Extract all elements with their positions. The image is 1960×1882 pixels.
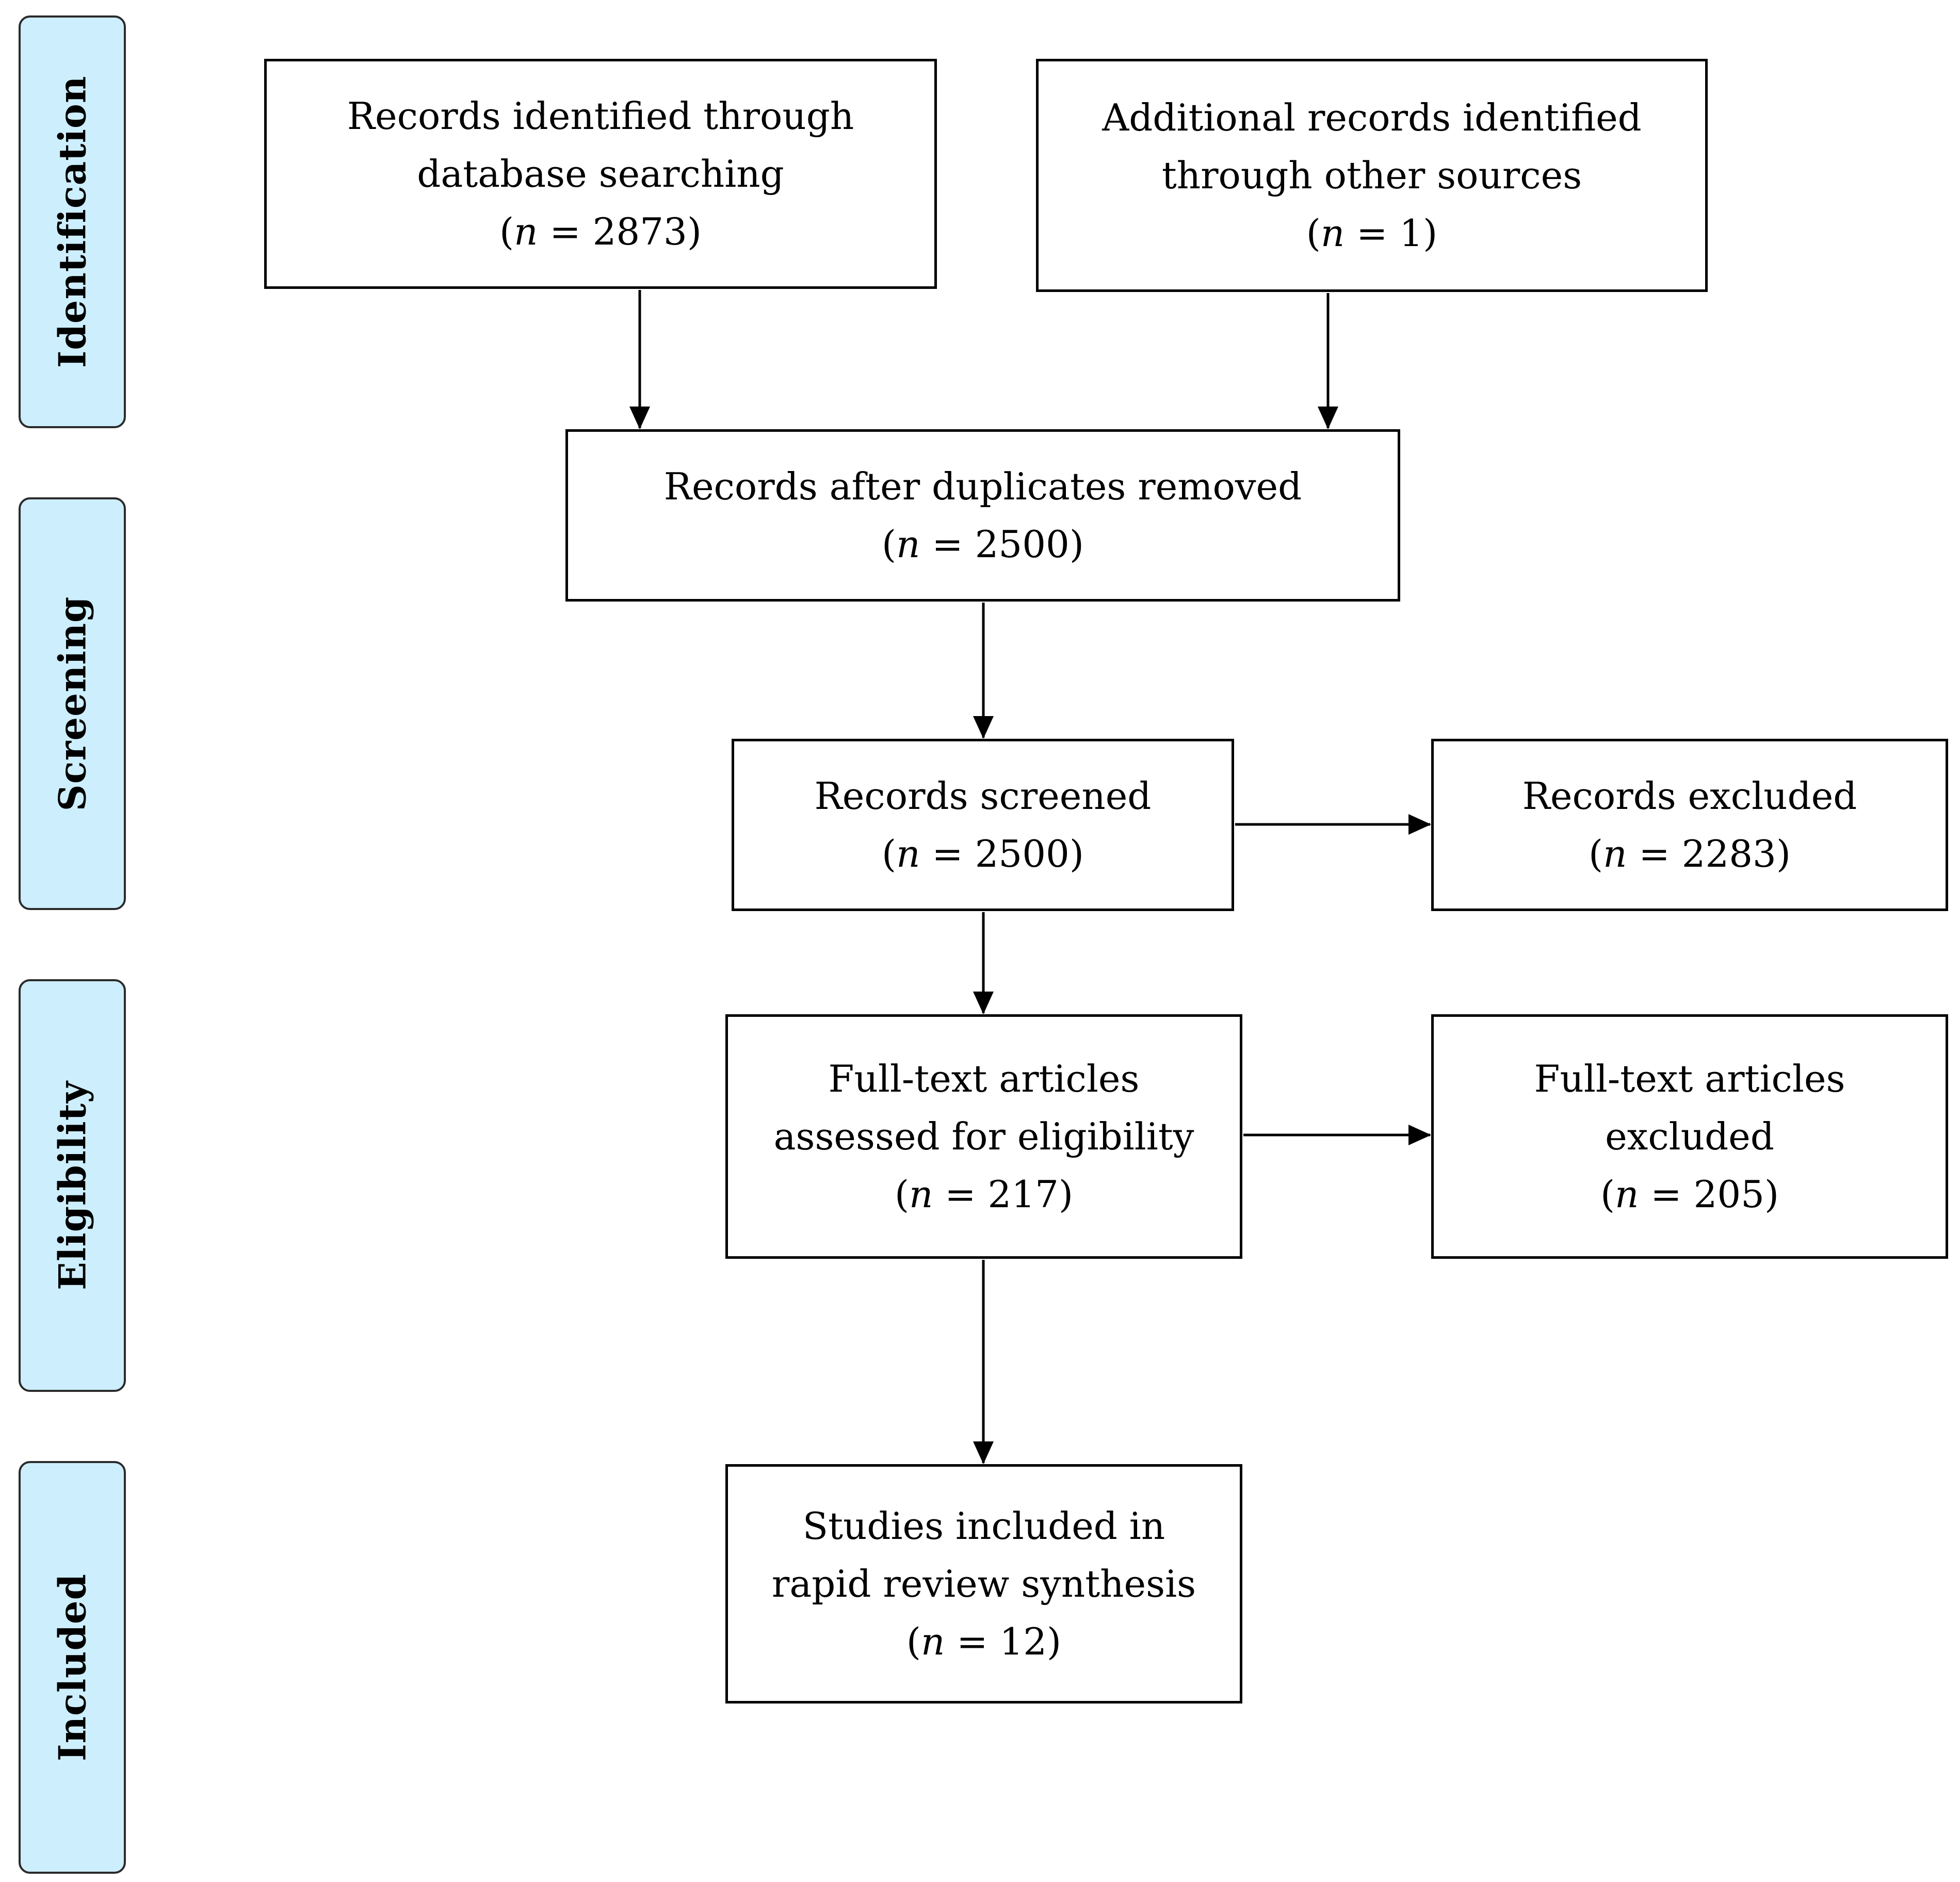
box-records-screened: Records screened (n = 2500) bbox=[732, 739, 1234, 911]
box-after-duplicates: Records after duplicates removed (n = 25… bbox=[565, 429, 1400, 602]
box-fulltext-excluded: Full-text articles excluded (n = 205) bbox=[1431, 1014, 1948, 1259]
box-line: assessed for eligibility bbox=[773, 1115, 1194, 1158]
box-count: (n = 205) bbox=[1600, 1173, 1779, 1216]
box-count: (n = 217) bbox=[894, 1173, 1074, 1216]
box-line: excluded bbox=[1605, 1115, 1774, 1158]
box-line: database searching bbox=[417, 152, 784, 196]
phase-screening-label: Screening bbox=[50, 596, 94, 812]
box-line: Records excluded bbox=[1522, 774, 1857, 818]
phase-eligibility: Eligibility bbox=[19, 979, 126, 1392]
box-fulltext-assessed: Full-text articles assessed for eligibil… bbox=[725, 1014, 1242, 1259]
box-line: Studies included in bbox=[802, 1504, 1165, 1548]
box-records-excluded: Records excluded (n = 2283) bbox=[1431, 739, 1948, 911]
box-count: (n = 2500) bbox=[882, 523, 1084, 566]
box-line: Additional records identified bbox=[1102, 96, 1642, 139]
box-line: Records after duplicates removed bbox=[663, 465, 1302, 508]
phase-identification-label: Identification bbox=[50, 75, 94, 368]
box-count: (n = 12) bbox=[906, 1620, 1062, 1663]
box-other-sources: Additional records identified through ot… bbox=[1036, 59, 1708, 292]
box-count: (n = 2873) bbox=[499, 210, 702, 253]
box-line: rapid review synthesis bbox=[771, 1562, 1196, 1605]
box-count: (n = 1) bbox=[1306, 212, 1438, 255]
box-count: (n = 2500) bbox=[882, 832, 1084, 875]
box-line: Records screened bbox=[814, 774, 1152, 818]
box-included-studies: Studies included in rapid review synthes… bbox=[725, 1464, 1242, 1703]
box-line: Full-text articles bbox=[828, 1057, 1140, 1100]
phase-eligibility-label: Eligibility bbox=[50, 1081, 94, 1290]
phase-included-label: Included bbox=[50, 1573, 94, 1762]
phase-screening: Screening bbox=[19, 497, 126, 910]
phase-included: Included bbox=[19, 1461, 126, 1874]
phase-identification: Identification bbox=[19, 15, 126, 428]
box-count: (n = 2283) bbox=[1589, 832, 1791, 875]
box-line: Full-text articles bbox=[1534, 1057, 1845, 1100]
box-database-search: Records identified through database sear… bbox=[264, 59, 937, 289]
box-line: through other sources bbox=[1161, 154, 1582, 197]
box-line: Records identified through bbox=[347, 94, 854, 138]
